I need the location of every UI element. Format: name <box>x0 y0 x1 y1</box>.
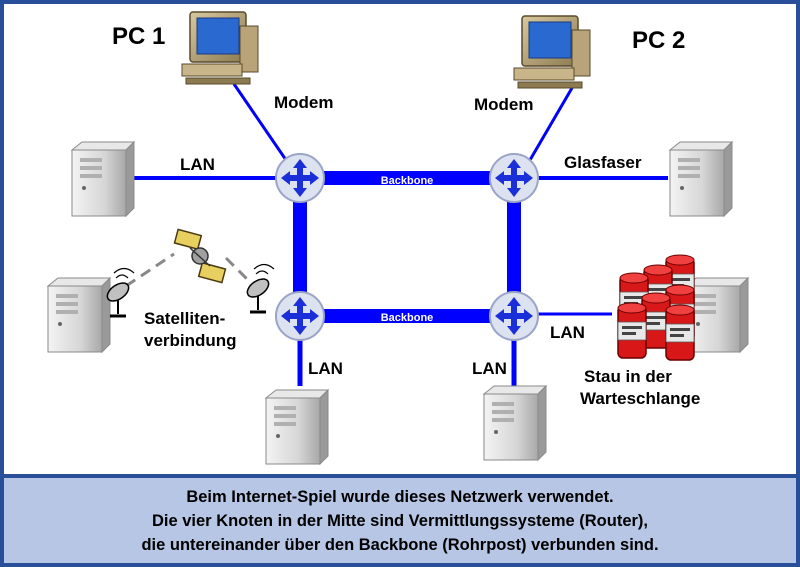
modem-label-left: Modem <box>274 93 334 112</box>
server-bottom-left <box>265 389 329 465</box>
server-top-right <box>669 141 733 217</box>
server-mid-right <box>685 277 749 353</box>
satellite-icon <box>173 228 227 284</box>
caption-box: Beim Internet-Spiel wurde dieses Netzwer… <box>4 478 796 563</box>
caption-line-1: Beim Internet-Spiel wurde dieses Netzwer… <box>186 487 614 506</box>
lan-label-bottom-left: LAN <box>308 359 343 378</box>
satellite-label-line2: verbindung <box>144 331 237 350</box>
lan-label-right: LAN <box>550 323 585 342</box>
network-diagram: Backbone Backbone PC 1 PC 2 <box>4 4 796 474</box>
router-bottom-right <box>489 291 539 341</box>
satellite-dish-right-icon <box>242 263 276 314</box>
router-top-left <box>275 153 325 203</box>
pc1-label: PC 1 <box>112 23 165 50</box>
queue-label-line1: Stau in der <box>584 367 672 386</box>
backbone-label-bottom: Backbone <box>381 312 434 324</box>
server-bottom-right <box>483 385 547 461</box>
queue-label-line2: Warteschlange <box>580 389 700 408</box>
server-top-left <box>71 141 135 217</box>
modem-label-right: Modem <box>474 95 534 114</box>
router-top-right <box>489 153 539 203</box>
satellite-label-line1: Satelliten- <box>144 309 225 328</box>
server-mid-left <box>47 277 111 353</box>
lan-label-bottom-right: LAN <box>472 359 507 378</box>
caption-line-2: Die vier Knoten in der Mitte sind Vermit… <box>151 511 648 530</box>
queue-canisters-icon <box>617 254 695 361</box>
backbone-label-top: Backbone <box>381 175 434 187</box>
pc1-computer <box>181 11 259 85</box>
caption-line-3: die untereinander über den Backbone (Roh… <box>141 535 659 554</box>
pc2-label: PC 2 <box>632 27 685 54</box>
glasfaser-label: Glasfaser <box>564 153 642 172</box>
router-bottom-left <box>275 291 325 341</box>
pc2-computer <box>513 15 591 89</box>
lan-label-top-left: LAN <box>180 155 215 174</box>
